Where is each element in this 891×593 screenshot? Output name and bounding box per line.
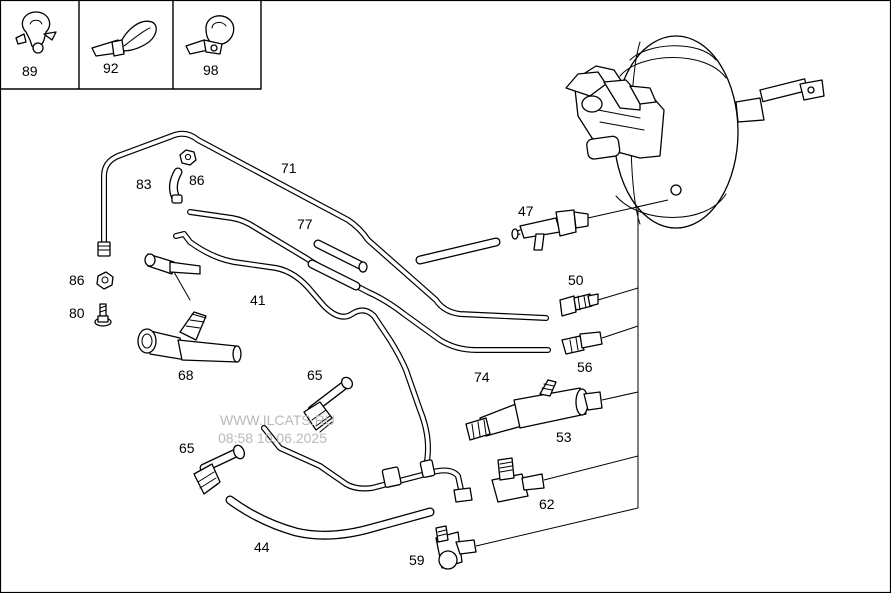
callout-65-upper: 65 xyxy=(307,367,323,383)
brake-booster-icon xyxy=(565,35,825,229)
connection-leader-lines xyxy=(475,199,669,547)
callout-77: 77 xyxy=(297,216,313,232)
callout-50: 50 xyxy=(568,272,584,288)
connector-50-icon[interactable] xyxy=(559,293,599,317)
clips-inset-panel: 89 92 98 xyxy=(0,0,262,90)
vacuum-line-71-icon[interactable] xyxy=(101,130,549,321)
fitting-62-icon[interactable] xyxy=(491,457,545,503)
check-valve-upper-icon[interactable] xyxy=(144,253,201,301)
hose-clamp-98-icon[interactable] xyxy=(185,15,235,55)
connector-47-icon[interactable] xyxy=(511,209,589,251)
label-92: 92 xyxy=(103,60,119,76)
hose-77-icon[interactable] xyxy=(307,237,501,291)
label-98: 98 xyxy=(203,62,219,78)
callout-86-left: 86 xyxy=(69,272,85,288)
valve-53-icon[interactable] xyxy=(465,379,603,441)
callout-86-top: 86 xyxy=(189,172,205,188)
callout-74: 74 xyxy=(474,369,490,385)
callout-56: 56 xyxy=(577,359,593,375)
watermark-site: WWW.ILCATS.RU xyxy=(220,412,335,428)
label-89: 89 xyxy=(22,63,38,79)
hose-65-lower-icon[interactable] xyxy=(193,444,246,495)
valve-68-icon[interactable] xyxy=(137,311,242,363)
vacuum-line-41-icon[interactable] xyxy=(173,231,431,469)
callout-labels: 71 83 86 77 86 41 80 68 74 47 50 56 53 6… xyxy=(69,160,593,568)
screw-80-icon[interactable] xyxy=(94,303,112,327)
callout-80: 80 xyxy=(69,305,85,321)
hose-83-icon[interactable] xyxy=(168,167,183,204)
vacuum-line-74-icon[interactable] xyxy=(187,209,551,353)
hose-65-upper-icon[interactable] xyxy=(303,375,355,433)
callout-65-lower: 65 xyxy=(179,440,195,456)
pipe-fitting-nut-icon[interactable] xyxy=(97,241,111,257)
watermark-timestamp: 08:58 10.06.2025 xyxy=(218,430,327,446)
callout-83: 83 xyxy=(136,176,152,192)
callout-68: 68 xyxy=(178,367,194,383)
vacuum-line-lower-icon[interactable] xyxy=(261,425,473,503)
nut-86-top-icon[interactable] xyxy=(179,149,197,166)
callout-59: 59 xyxy=(409,552,425,568)
connector-56-icon[interactable] xyxy=(561,331,603,355)
clip-89-icon[interactable] xyxy=(15,11,57,54)
callout-41: 41 xyxy=(250,292,266,308)
callout-53: 53 xyxy=(556,429,572,445)
watermark: WWW.ILCATS.RU 08:58 10.06.2025 xyxy=(218,412,335,446)
hose-44-icon[interactable] xyxy=(225,495,435,540)
callout-44: 44 xyxy=(254,539,270,555)
callout-62: 62 xyxy=(539,496,555,512)
cable-strap-92-icon[interactable] xyxy=(91,20,157,57)
callout-71: 71 xyxy=(281,160,297,176)
nut-86-left-icon[interactable] xyxy=(96,271,114,290)
elbow-59-icon[interactable] xyxy=(435,525,477,570)
callout-47: 47 xyxy=(518,203,534,219)
